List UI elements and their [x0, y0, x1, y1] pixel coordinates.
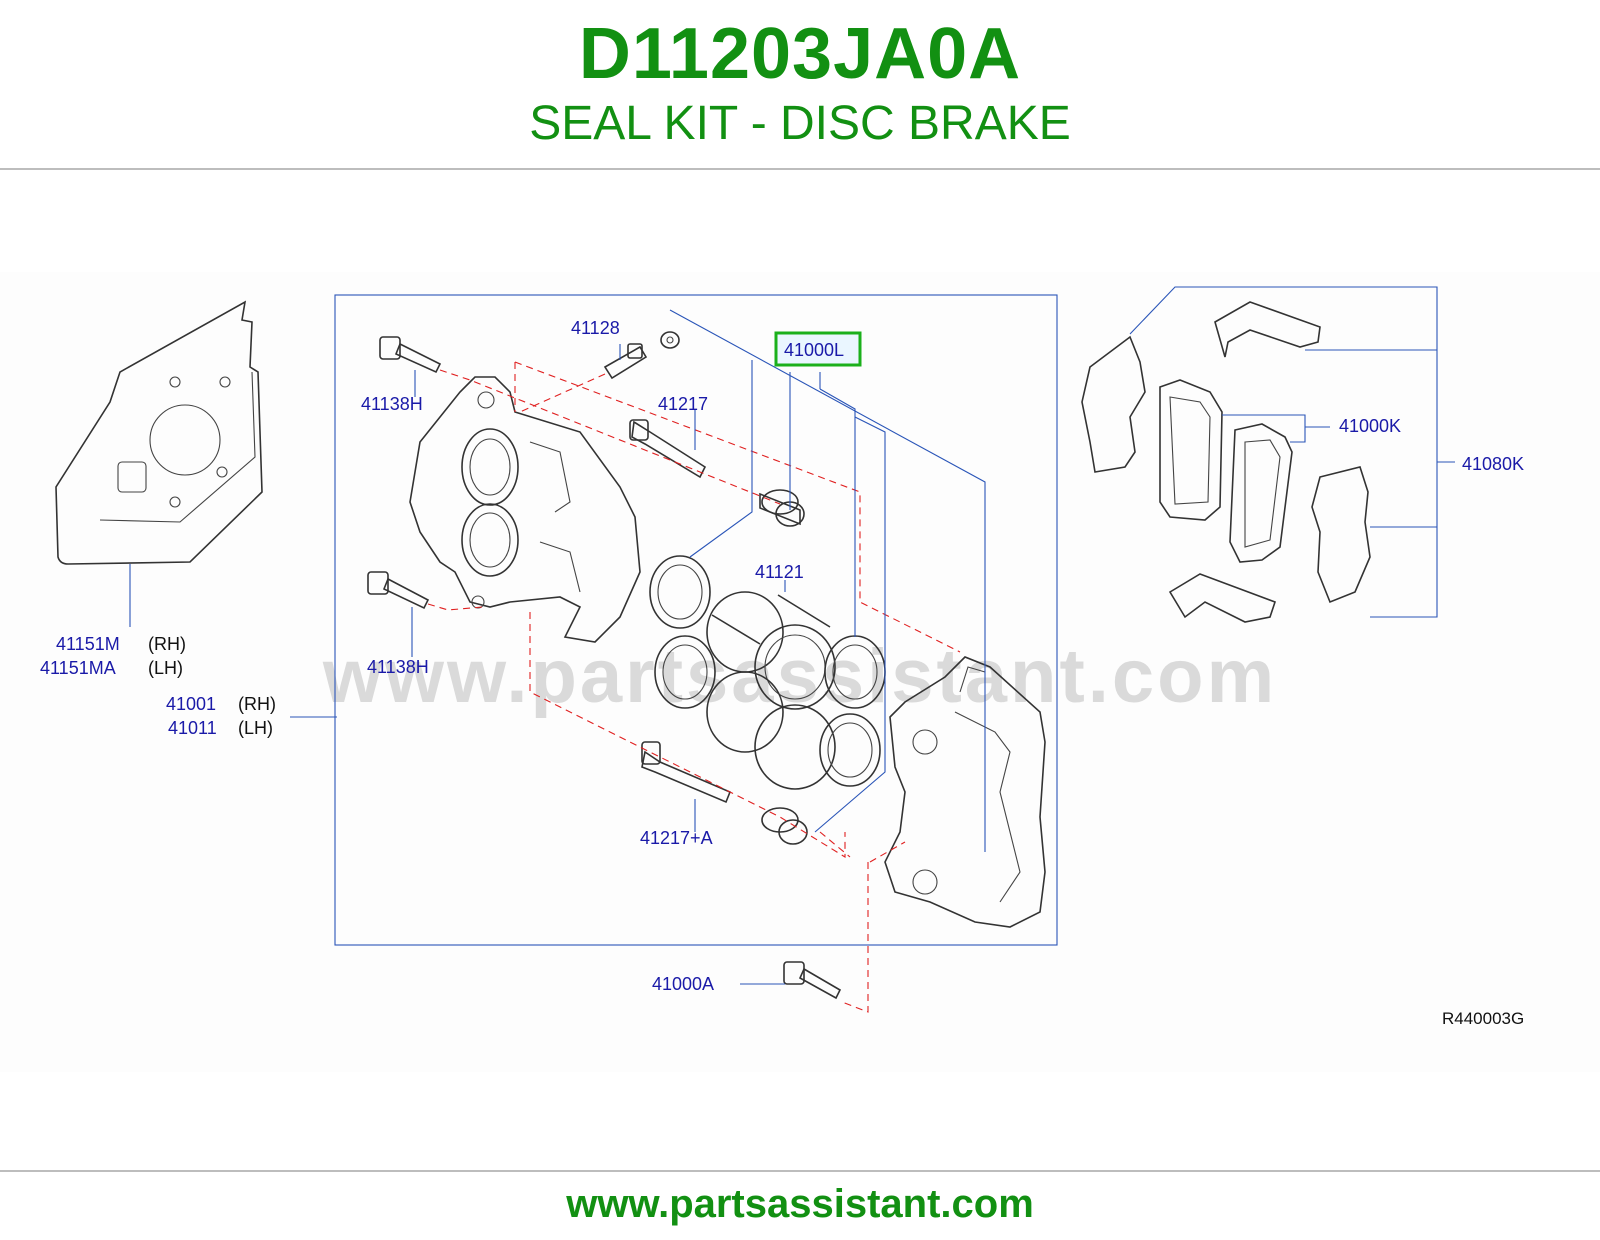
label-41011[interactable]: 41011: [168, 718, 217, 738]
label-41151M-side: (RH): [148, 634, 186, 654]
label-41217[interactable]: 41217: [658, 394, 708, 414]
label-41121[interactable]: 41121: [755, 562, 804, 582]
label-41151M[interactable]: 41151M: [56, 634, 120, 654]
label-41217A[interactable]: 41217+A: [640, 828, 713, 848]
pin-boots: [759, 489, 808, 845]
label-41138H-bottom[interactable]: 41138H: [367, 657, 429, 677]
label-41001[interactable]: 41001: [166, 694, 216, 714]
page-header: D11203JA0A SEAL KIT - DISC BRAKE: [0, 0, 1600, 170]
label-41000A[interactable]: 41000A: [652, 974, 714, 994]
label-41151MA[interactable]: 41151MA: [40, 658, 116, 678]
label-41128[interactable]: 41128: [571, 318, 620, 338]
parts-diagram: www.partsassistant.com: [0, 272, 1600, 1072]
header-divider: [0, 168, 1600, 170]
splash-guard-plate: [55, 300, 263, 565]
watermark-text: www.partsassistant.com: [322, 634, 1277, 719]
label-41001-side: (RH): [238, 694, 276, 714]
highlight-41000L: [774, 331, 862, 367]
assembly-guide-lines: [427, 361, 961, 1013]
reference-code: R440003G: [1442, 1009, 1524, 1028]
footer-url-link[interactable]: www.partsassistant.com: [566, 1182, 1034, 1226]
brake-pads: [1081, 301, 1371, 623]
label-41138H-top[interactable]: 41138H: [361, 394, 423, 414]
part-name-subtitle: SEAL KIT - DISC BRAKE: [529, 97, 1071, 150]
bolts: [367, 336, 842, 1000]
leader-lines: [290, 286, 1455, 985]
exploded-view-svg: www.partsassistant.com: [0, 272, 1600, 1072]
label-41080K[interactable]: 41080K: [1462, 454, 1524, 474]
footer-divider: [0, 1170, 1600, 1172]
label-41000L[interactable]: 41000L: [784, 340, 844, 360]
label-41011-side: (LH): [238, 718, 273, 738]
label-41151MA-side: (LH): [148, 658, 183, 678]
caliper-assembly-box: [334, 294, 1058, 946]
label-41000K[interactable]: 41000K: [1339, 416, 1401, 436]
part-number-title: D11203JA0A: [578, 14, 1022, 94]
caliper-body: [409, 376, 641, 643]
caliper-bracket: [884, 656, 1046, 928]
bleeder-screw: [603, 331, 680, 380]
piston: [706, 591, 836, 790]
